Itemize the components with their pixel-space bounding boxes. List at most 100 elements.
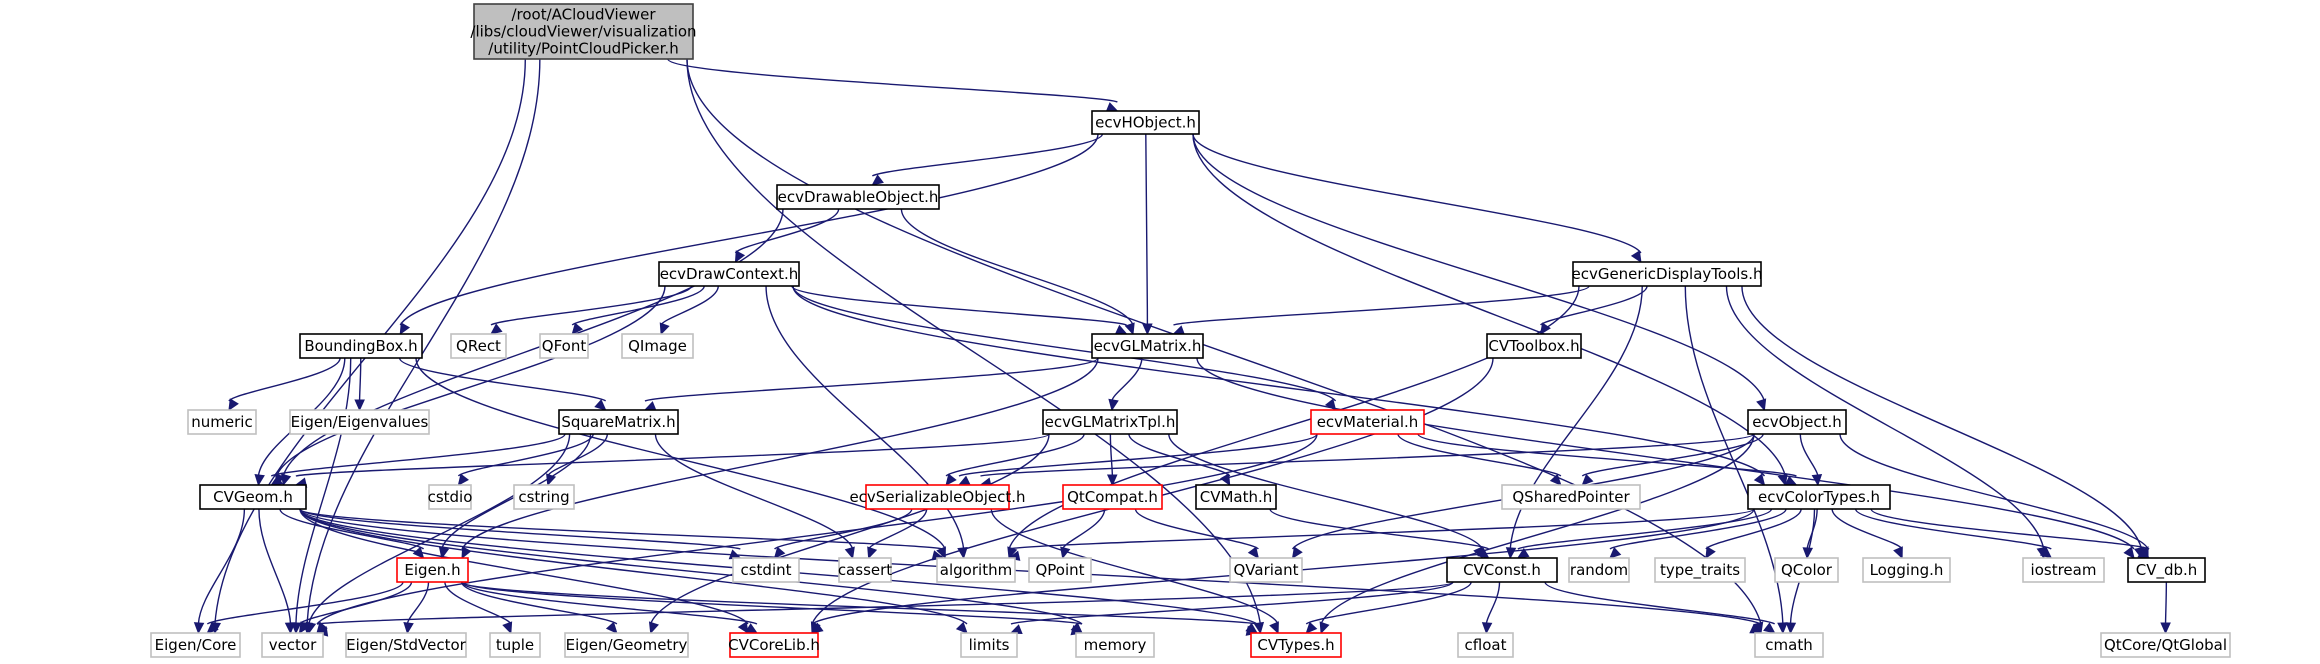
- node-bounding-box[interactable]: BoundingBox.h: [299, 333, 423, 359]
- node-limits: limits: [960, 632, 1018, 658]
- arrowhead-icon: [461, 546, 472, 560]
- edge-ecv-glmatrix-to-eigen-h: [461, 357, 1099, 550]
- edge-ecv-color-types-to-qcolor: [1806, 508, 1818, 550]
- arrowhead-icon: [1269, 621, 1279, 635]
- node-ecv-generic-display-tools[interactable]: ecvGenericDisplayTools.h: [1571, 261, 1763, 287]
- arrowhead-icon: [1630, 250, 1642, 264]
- node-cvtypes[interactable]: CVTypes.h: [1250, 632, 1342, 658]
- node-box: [558, 409, 679, 435]
- node-ecv-object[interactable]: ecvObject.h: [1747, 409, 1847, 435]
- arrowhead-icon: [1247, 546, 1260, 559]
- arrowhead-icon: [871, 174, 884, 186]
- node-box: [838, 557, 892, 583]
- node-cvconst[interactable]: CVConst.h: [1446, 557, 1558, 583]
- arrowhead-icon: [1581, 473, 1594, 486]
- arrowhead-icon: [354, 399, 365, 412]
- edge-root-to-cmath: [686, 58, 1762, 625]
- edge-ecv-generic-display-tools-to-cvconst: [1509, 285, 1643, 550]
- node-iostream: iostream: [2022, 557, 2105, 583]
- node-cvcore-lib[interactable]: CVCoreLib.h: [728, 632, 820, 658]
- edge-root-to-vector: [306, 58, 541, 625]
- arrowhead-icon: [438, 546, 450, 560]
- node-numeric: numeric: [187, 409, 257, 435]
- node-ecv-serializable-object[interactable]: ecvSerializableObject.h: [849, 484, 1026, 510]
- node-cmath: cmath: [1754, 632, 1824, 658]
- node-label: Eigen/StdVector: [346, 636, 467, 654]
- node-eigen-h[interactable]: Eigen.h: [396, 557, 469, 583]
- edge-ecv-color-types-to-cv-db: [1870, 508, 2150, 550]
- node-cstring: cstring: [513, 484, 575, 510]
- arrowhead-icon: [605, 621, 618, 634]
- edge-ecv-color-types-to-type-traits: [1705, 508, 1802, 550]
- node-root[interactable]: /root/ACloudViewer/libs/cloudViewer/visu…: [470, 3, 697, 60]
- node-cv-db[interactable]: CV_db.h: [2127, 557, 2206, 583]
- node-ecv-color-types[interactable]: ecvColorTypes.h: [1747, 484, 1891, 510]
- node-cvmath[interactable]: CVMath.h: [1195, 484, 1277, 510]
- node-box: [489, 632, 541, 658]
- node-label: QColor: [1781, 561, 1833, 579]
- node-ecv-glmatrix-tpl[interactable]: ecvGLMatrixTpl.h: [1042, 409, 1178, 435]
- node-label: random: [1570, 561, 1628, 579]
- node-ecv-glmatrix[interactable]: ecvGLMatrix.h: [1091, 333, 1204, 359]
- node-square-matrix[interactable]: SquareMatrix.h: [558, 409, 679, 435]
- edge-ecv-hobject-to-ecv-color-types: [1192, 133, 1786, 477]
- node-box: [1486, 333, 1582, 359]
- node-label: QVariant: [1233, 561, 1298, 579]
- edge-square-matrix-to-vector: [308, 433, 571, 625]
- node-box: [1042, 409, 1178, 435]
- node-label: Eigen/Core: [155, 636, 237, 654]
- node-label: SquareMatrix.h: [561, 413, 675, 431]
- edge-ecv-serializable-object-to-cvtypes: [990, 508, 1279, 625]
- edge-cvgeom-to-eigen-core: [197, 508, 246, 625]
- node-box: [473, 3, 694, 60]
- edge-ecv-glmatrix-tpl-to-qt-compat: [1109, 433, 1114, 477]
- edge-eigen-h-to-cvtypes: [461, 581, 1258, 625]
- edge-root-to-ecv-hobject: [667, 58, 1118, 103]
- arrowhead-icon: [1893, 546, 1903, 560]
- node-cfloat: cfloat: [1457, 632, 1514, 658]
- edge-qt-compat-to-qpoint: [1061, 508, 1106, 550]
- node-label: ecvSerializableObject.h: [849, 488, 1025, 506]
- arrowhead-icon: [1105, 102, 1119, 112]
- node-ecv-draw-context[interactable]: ecvDrawContext.h: [658, 261, 800, 287]
- node-qt-compat[interactable]: QtCompat.h: [1062, 484, 1163, 510]
- node-label: QRect: [456, 337, 501, 355]
- node-eigen-geometry: Eigen/Geometry: [564, 632, 689, 658]
- arrowhead-icon: [945, 473, 957, 486]
- arrowhead-icon: [773, 546, 786, 559]
- node-label: ecvGLMatrixTpl.h: [1045, 413, 1176, 431]
- edge-ecv-generic-display-tools-to-cvtoolbox: [1540, 285, 1648, 326]
- node-qfont: QFont: [539, 333, 589, 359]
- node-ecv-drawable-object[interactable]: ecvDrawableObject.h: [776, 184, 940, 210]
- edge-bounding-box-to-numeric: [228, 357, 341, 402]
- node-label: ecvDrawableObject.h: [778, 188, 939, 206]
- node-box: [396, 557, 469, 583]
- node-ecv-hobject[interactable]: ecvHObject.h: [1091, 110, 1200, 135]
- node-cvgeom[interactable]: CVGeom.h: [199, 484, 307, 510]
- node-label: CVMath.h: [1200, 488, 1273, 506]
- node-qvariant: QVariant: [1229, 557, 1303, 583]
- arrowhead-icon: [1756, 398, 1767, 412]
- arrowhead-icon: [1753, 473, 1766, 486]
- node-box: [2127, 557, 2206, 583]
- node-label: vector: [269, 636, 317, 654]
- node-label: QtCompat.h: [1067, 488, 1158, 506]
- edge-ecv-draw-context-to-qfont: [571, 285, 705, 326]
- edge-ecv-color-types-to-cvconst: [1517, 508, 1773, 550]
- node-ecv-material[interactable]: ecvMaterial.h: [1310, 409, 1425, 435]
- node-label: CVConst.h: [1463, 561, 1541, 579]
- node-box: [564, 632, 689, 658]
- node-cstdio: cstdio: [428, 484, 472, 510]
- edge-ecv-serializable-object-to-cstdint: [774, 508, 913, 550]
- node-cvtoolbox[interactable]: CVToolbox.h: [1486, 333, 1582, 359]
- node-box: [150, 632, 241, 658]
- node-label: ecvMaterial.h: [1317, 413, 1419, 431]
- edge-ecv-color-types-to-iostream: [1854, 508, 2052, 550]
- edge-cvgeom-to-cstdint: [299, 508, 741, 550]
- node-box: [960, 632, 1018, 658]
- edge-ecv-drawable-object-to-ecv-draw-context: [734, 208, 840, 254]
- node-label: cmath: [1765, 636, 1812, 654]
- node-label: type_traits: [1660, 561, 1740, 580]
- node-qpoint: QPoint: [1028, 557, 1092, 583]
